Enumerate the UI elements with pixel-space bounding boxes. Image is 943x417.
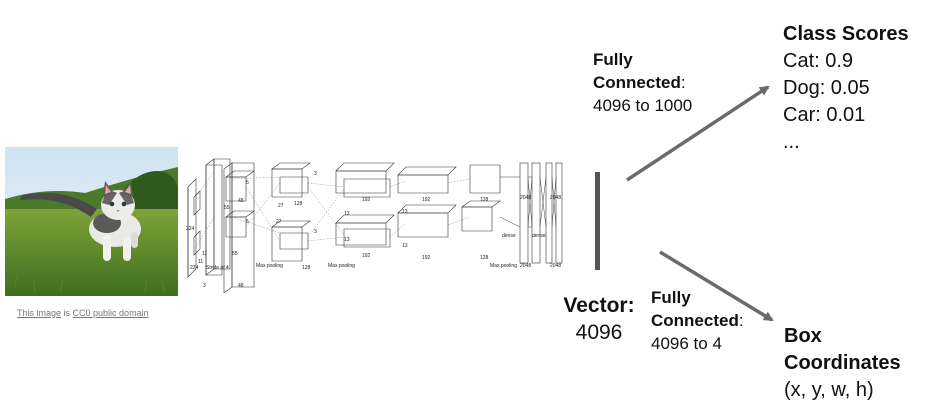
net-label: 11 xyxy=(198,259,203,265)
net-label: 224 xyxy=(190,265,199,271)
class-scores: Class Scores Cat: 0.9 Dog: 0.05 Car: 0.0… xyxy=(783,21,909,156)
alexnet-architecture-diagram: 224 224 3 Stride of 4 11 11 55 55 48 48 … xyxy=(186,158,563,293)
net-label: 3 xyxy=(314,171,317,177)
net-label: 2048 xyxy=(550,195,561,201)
net-label: 48 xyxy=(238,198,244,204)
class-scores-title: Class Scores xyxy=(783,23,909,45)
net-label: 128 xyxy=(302,265,311,271)
net-label: 5 xyxy=(246,219,249,225)
net-label: 55 xyxy=(232,251,238,257)
vector-title: Vector: xyxy=(563,294,635,317)
net-label: 13 xyxy=(344,211,350,217)
fc-bottom-title2: Connected xyxy=(651,311,739,330)
net-label: 192 xyxy=(422,255,431,261)
network-labels: 224 224 3 Stride of 4 11 11 55 55 48 48 … xyxy=(186,171,561,289)
fc-top-suffix: : xyxy=(680,73,686,92)
net-label: 55 xyxy=(224,205,230,211)
net-label: 2048 xyxy=(520,195,531,201)
net-label: 192 xyxy=(362,197,371,203)
net-label: 27 xyxy=(278,203,284,209)
credit-link-license[interactable]: CC0 public domain xyxy=(72,308,149,318)
net-label: 2048 xyxy=(520,263,531,269)
fc-bottom-title: Fully xyxy=(651,288,691,307)
vector-value: 4096 xyxy=(575,321,623,344)
kitten-photo xyxy=(5,147,178,296)
fc-top-title: Fully xyxy=(593,50,633,69)
net-label: 13 xyxy=(402,243,408,249)
net-label: 48 xyxy=(238,283,244,289)
fc-top-range: 4096 to 1000 xyxy=(593,96,693,115)
net-label: 2048 xyxy=(550,263,561,269)
box-title-1: Box xyxy=(784,325,822,347)
net-label: dense xyxy=(502,233,516,239)
class-score-item: Car: 0.01 xyxy=(783,104,866,126)
net-label: Max pooling xyxy=(490,263,517,269)
net-label: Stride of 4 xyxy=(206,265,229,271)
net-label: 128 xyxy=(480,255,489,261)
net-label: 13 xyxy=(402,209,408,215)
net-label: Max pooling xyxy=(256,263,283,269)
net-label: 11 xyxy=(202,251,207,257)
class-score-item: Cat: 0.9 xyxy=(783,50,854,72)
box-value: (x, y, w, h) xyxy=(784,379,874,401)
net-label: 3 xyxy=(203,283,206,289)
net-label: 27 xyxy=(276,219,282,225)
box-title-2: Coordinates xyxy=(784,352,901,374)
fc-bottom-range: 4096 to 4 xyxy=(651,334,722,353)
net-label: 128 xyxy=(480,197,489,203)
net-label: dense xyxy=(532,233,546,239)
net-label: 128 xyxy=(294,201,303,207)
net-label: 192 xyxy=(422,197,431,203)
net-label: 3 xyxy=(314,229,317,235)
fc-bottom-label: Fully Connected: 4096 to 4 xyxy=(651,286,744,355)
fc-bottom-suffix: : xyxy=(738,311,744,330)
net-label: 192 xyxy=(362,253,371,259)
box-coordinates: Box Coordinates (x, y, w, h) xyxy=(784,323,901,404)
credit-link-image[interactable]: This image xyxy=(17,308,62,318)
image-credit: This image is CC0 public domain xyxy=(17,308,149,318)
net-label: 5 xyxy=(246,180,249,186)
class-score-item: ... xyxy=(783,131,800,153)
kitten-illustration xyxy=(5,147,178,296)
fc-top-title2: Connected xyxy=(593,73,681,92)
feature-vector-bar xyxy=(595,172,600,270)
net-label: Max pooling xyxy=(328,263,355,269)
credit-text: is xyxy=(61,308,73,318)
fc-top-label: Fully Connected: 4096 to 1000 xyxy=(593,48,692,117)
class-score-item: Dog: 0.05 xyxy=(783,77,870,99)
net-label: 13 xyxy=(344,237,350,243)
net-label: 224 xyxy=(186,226,195,232)
vector-label: Vector: 4096 xyxy=(559,292,639,346)
